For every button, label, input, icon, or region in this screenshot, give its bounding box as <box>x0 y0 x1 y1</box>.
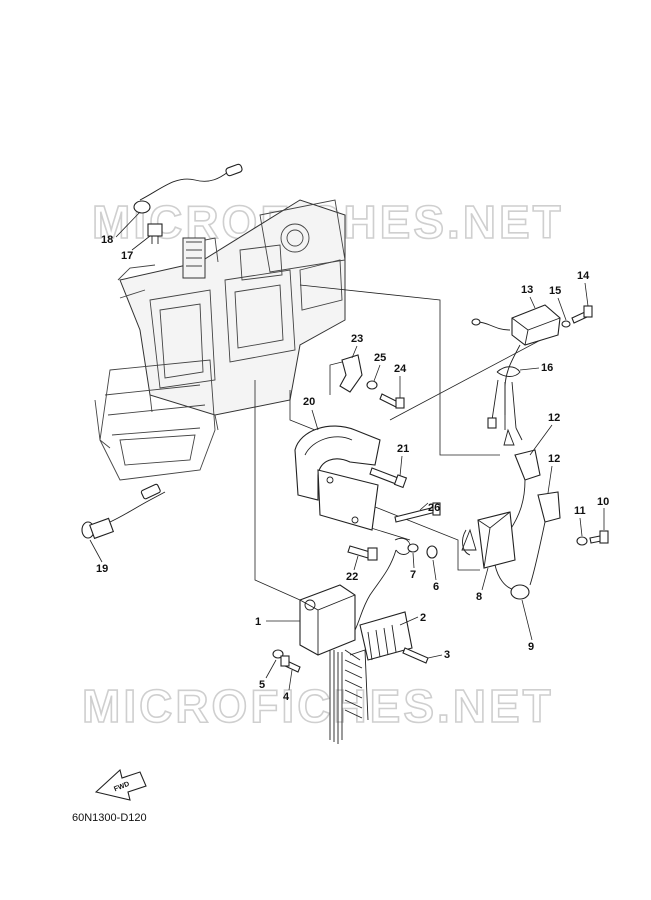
callout-20: 20 <box>303 396 315 408</box>
reference-lines <box>254 284 551 601</box>
drawing-number: 60N1300-D120 <box>72 812 147 824</box>
callout-22: 22 <box>346 571 358 583</box>
part-8-ignition-coil <box>461 511 516 569</box>
part-9-plug-cap <box>494 564 530 600</box>
callout-10: 10 <box>597 496 609 508</box>
callout-2: 2 <box>420 612 426 624</box>
callout-14: 14 <box>577 270 590 282</box>
part-19-sensor <box>81 483 166 540</box>
part-6-7-washers <box>407 543 438 559</box>
callout-15: 15 <box>549 285 561 297</box>
callout-16: 16 <box>541 362 553 374</box>
watermark-bottom: MICROFICHES.NET <box>82 680 554 732</box>
part-1-cdi-unit <box>299 584 356 656</box>
callout-11: 11 <box>574 505 586 517</box>
callout-25: 25 <box>374 352 386 364</box>
part-4-5 <box>272 649 301 673</box>
callout-21: 21 <box>397 443 409 455</box>
engine-block <box>94 199 346 481</box>
wire-harness <box>329 649 369 744</box>
callout-12-b: 12 <box>548 453 560 465</box>
callout-17: 17 <box>121 250 133 262</box>
callout-7: 7 <box>410 569 416 581</box>
callout-12-a: 12 <box>548 412 560 424</box>
part-16-clamp <box>487 366 523 446</box>
part-3-bolt <box>402 647 429 664</box>
callout-9: 9 <box>528 641 534 653</box>
callout-18: 18 <box>101 234 113 246</box>
part-21-bolt <box>369 467 408 489</box>
callout-4: 4 <box>283 691 290 703</box>
callout-24: 24 <box>394 363 407 375</box>
callout-8: 8 <box>476 591 482 603</box>
callout-6: 6 <box>433 581 439 593</box>
callout-13: 13 <box>521 284 533 296</box>
part-10-11 <box>576 530 609 546</box>
fwd-arrow-icon: FWD <box>94 768 147 801</box>
part-26-bolt <box>394 502 441 523</box>
callout-3: 3 <box>444 649 450 661</box>
part-2-rectifier <box>359 611 413 661</box>
part-14-15 <box>561 305 593 328</box>
part-20-bracket <box>294 425 381 531</box>
callout-5: 5 <box>259 679 265 691</box>
part-17-18-sensor <box>133 163 243 244</box>
callouts: 1 2 3 4 5 6 7 8 9 10 11 12 12 13 14 15 1 <box>89 211 609 703</box>
callout-26: 26 <box>428 502 440 514</box>
part-12-plug-caps <box>509 449 561 586</box>
callout-19: 19 <box>96 563 108 575</box>
callout-1: 1 <box>255 616 261 628</box>
part-22-bolt <box>347 537 411 631</box>
part-13-coil <box>471 304 561 415</box>
callout-23: 23 <box>351 333 363 345</box>
